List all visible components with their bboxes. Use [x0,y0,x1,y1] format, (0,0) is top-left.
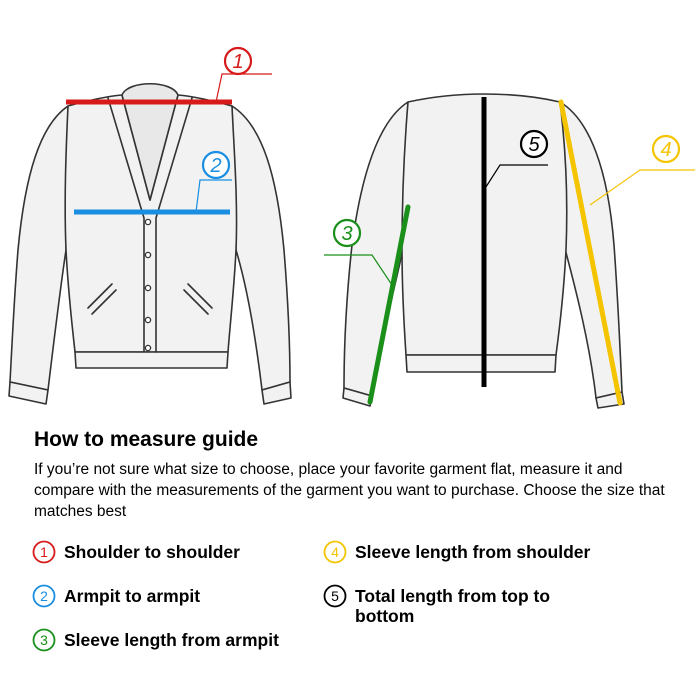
measure-line-3 [367,204,411,405]
front-left-pocket [87,283,117,315]
marker-circle [223,46,253,76]
marker-number: 3 [341,223,352,245]
button [144,251,152,259]
marker-number: 1 [232,51,243,73]
front-right-cuff [261,381,292,405]
leader-line-3 [324,254,393,286]
legend-number: 1 [40,544,48,560]
marker-2: 2 [201,150,231,180]
number-5-icon: 5 [323,584,347,608]
button [144,316,152,324]
back-left-cuff [342,387,373,407]
marker-circle [332,218,362,248]
front-placket [107,97,193,353]
legend-label: Total length from top to bottom [355,586,551,626]
marker-number: 4 [660,139,671,161]
marker-3: 3 [332,218,362,248]
number-2-icon: 2 [32,584,56,608]
legend-label: Sleeve length from shoulder [355,542,591,562]
front-collar [121,83,179,201]
legend-item-shoulder: 1 Shoulder to shoulder [32,540,240,564]
front-right-pocket [183,283,213,315]
leader-line-4 [589,169,695,206]
marker-5: 5 [519,129,549,159]
leader-line-1 [215,73,272,103]
legend-label: Shoulder to shoulder [64,542,240,562]
number-1-icon: 1 [32,540,56,564]
marker-circle [651,134,681,164]
legend-label: Armpit to armpit [64,586,201,606]
front-waistband [74,351,229,369]
button [144,218,152,226]
guide-title: How to measure guide [34,428,259,451]
measurement-diagram: 1 2 3 4 5 [8,46,695,409]
leader-line-5 [483,164,548,191]
legend-number: 5 [331,588,339,604]
leader-line-2 [195,179,232,213]
front-left-cuff [8,381,49,405]
marker-circle [519,129,549,159]
cardigan-front [8,83,292,405]
legend-label: Sleeve length from armpit [64,630,279,650]
legend-item-sleeve-armpit: 3 Sleeve length from armpit [32,628,279,652]
marker-circle [201,150,231,180]
number-3-icon: 3 [32,628,56,652]
marker-number: 2 [209,155,221,177]
marker-4: 4 [651,134,681,164]
front-left-sleeve [9,105,69,391]
legend-item-armpit: 2 Armpit to armpit [32,584,200,608]
legend-number: 4 [331,544,339,560]
legend-number: 3 [40,632,48,648]
legend-item-total-length: 5 Total length from top to bottom [323,584,613,626]
marker-number: 5 [528,134,540,156]
front-buttons [144,218,152,352]
front-right-sleeve [231,105,291,391]
button [144,284,152,292]
marker-1: 1 [223,46,253,76]
legend-item-sleeve-shoulder: 4 Sleeve length from shoulder [323,540,590,564]
button [144,344,152,352]
guide-description: If you’re not sure what size to choose, … [34,461,665,520]
number-4-icon: 4 [323,540,347,564]
measure-line-4 [558,99,623,406]
back-waistband [405,354,557,373]
legend-number: 2 [40,588,48,604]
